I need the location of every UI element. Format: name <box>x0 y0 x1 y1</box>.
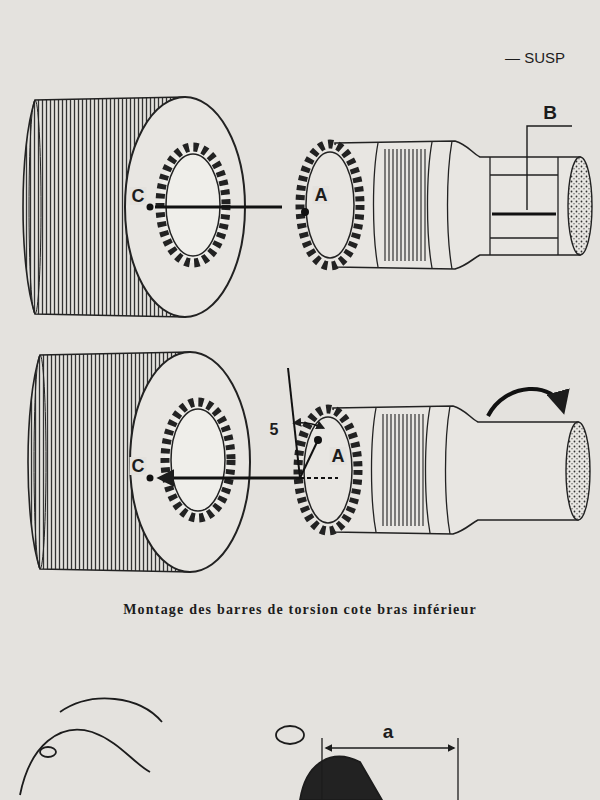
leader-line <box>527 126 572 210</box>
rotation-arrow <box>488 389 563 416</box>
angle-value: 5 <box>268 422 281 438</box>
mark-letter: C <box>130 457 147 475</box>
caption-row: Montage des barres de torsion cote bras … <box>0 600 600 618</box>
mark-letter: A <box>330 447 347 465</box>
mark-letter: B <box>541 103 559 122</box>
mark-letter: C <box>130 187 147 205</box>
running-header: — SUSP <box>503 50 567 65</box>
bar-end-flats <box>490 157 558 255</box>
mark-letter: A <box>313 186 330 204</box>
dimension-label: a <box>381 722 396 741</box>
mark-dot <box>147 475 154 482</box>
angle-line <box>300 440 318 478</box>
angle-arc <box>294 423 324 428</box>
partial-figure <box>457 738 458 800</box>
partial-figure <box>276 726 304 744</box>
mark-dot <box>147 204 154 211</box>
partial-figure <box>20 730 150 795</box>
bar-end-flats <box>492 213 556 216</box>
torsion-bar <box>298 406 590 534</box>
mark-dot <box>301 208 309 216</box>
torsion-bar <box>300 141 592 269</box>
alignment-mark <box>300 477 338 479</box>
partial-figure <box>40 747 56 757</box>
partial-figure <box>300 757 382 800</box>
partial-figure <box>20 699 458 800</box>
anchor-drum <box>28 352 250 572</box>
alignment-mark <box>155 206 282 209</box>
partial-figure <box>60 699 162 722</box>
bar-end-flats <box>490 157 558 255</box>
partial-figure <box>326 747 454 748</box>
alignment-arrow <box>160 477 300 480</box>
partial-figure <box>321 738 322 800</box>
figure-caption: Montage des barres de torsion cote bras … <box>121 602 479 617</box>
